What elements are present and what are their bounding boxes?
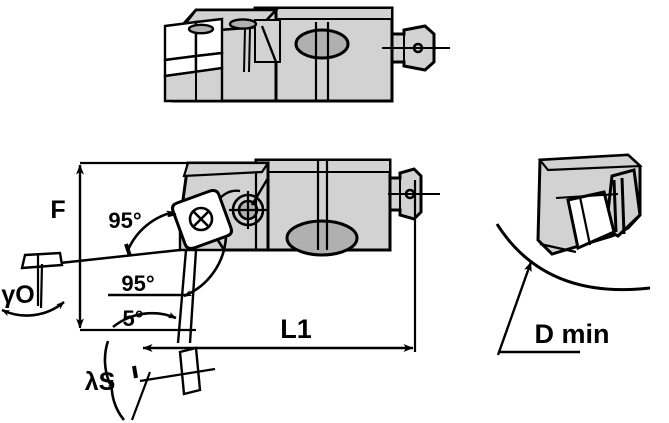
inclination-angle-label: λS (85, 368, 116, 396)
clearance-angle-label: 5° (122, 306, 143, 331)
rake-reference-block (20, 251, 64, 270)
detail-top-face (537, 153, 643, 172)
detail-nose-edge-b (620, 177, 626, 235)
top-view-coolant-line-a (243, 27, 246, 73)
inclination-angle-tick (132, 365, 138, 379)
top-view-head-lower-mass (163, 66, 224, 103)
edge-projection-a (176, 249, 188, 344)
inclination-angle-arc (108, 379, 126, 421)
top-view-coolant-port (294, 28, 350, 60)
top-view-transition-edge (260, 25, 278, 63)
edge-projection-b (188, 249, 198, 344)
lambda-edge-line (130, 371, 152, 421)
top-view-clamp-screw-right (228, 18, 258, 30)
top-view (163, 6, 450, 103)
rake-angle-axis-b (39, 263, 44, 309)
main-shank-top-face (255, 159, 391, 173)
detail-bottom-edge (539, 242, 577, 254)
crosshair-circle-icon (229, 191, 267, 229)
main-side-view: F 95° 95° 5° γO λS L1 (1, 158, 440, 421)
bore-arc (495, 223, 651, 292)
detail-insert (566, 190, 616, 251)
detail-insert-seam (578, 196, 592, 246)
d-min-detail-view: D min (495, 153, 651, 356)
main-coolant-port (285, 219, 359, 257)
main-transition-edge (250, 177, 270, 240)
lead-angle-upper-arc (126, 210, 175, 251)
main-head-top-face (182, 161, 271, 178)
lead-angle-upper-tick (124, 243, 132, 257)
l1-dimension-label: L1 (280, 314, 312, 344)
d-min-leader-line (496, 261, 533, 356)
lambda-reference-line (139, 367, 216, 383)
inclination-angle-arc-upper (103, 340, 112, 385)
circled-x-icon (192, 210, 210, 228)
top-view-clamp-screw-left (187, 23, 215, 35)
f-dimension-label: F (50, 196, 65, 224)
rake-angle-label: γO (1, 281, 34, 309)
detail-nose-edge-a (612, 179, 618, 233)
d-min-label: D min (534, 319, 609, 349)
top-view-coolant-line-b (248, 27, 251, 73)
lead-angle-upper-label: 95° (108, 208, 141, 233)
lead-angle-lower-arc (183, 235, 228, 298)
lead-angle-lower-label: 95° (121, 271, 154, 296)
clearance-angle-arc (112, 311, 177, 329)
detail-reference-line (555, 193, 619, 199)
rake-angle-arc (1, 301, 65, 317)
